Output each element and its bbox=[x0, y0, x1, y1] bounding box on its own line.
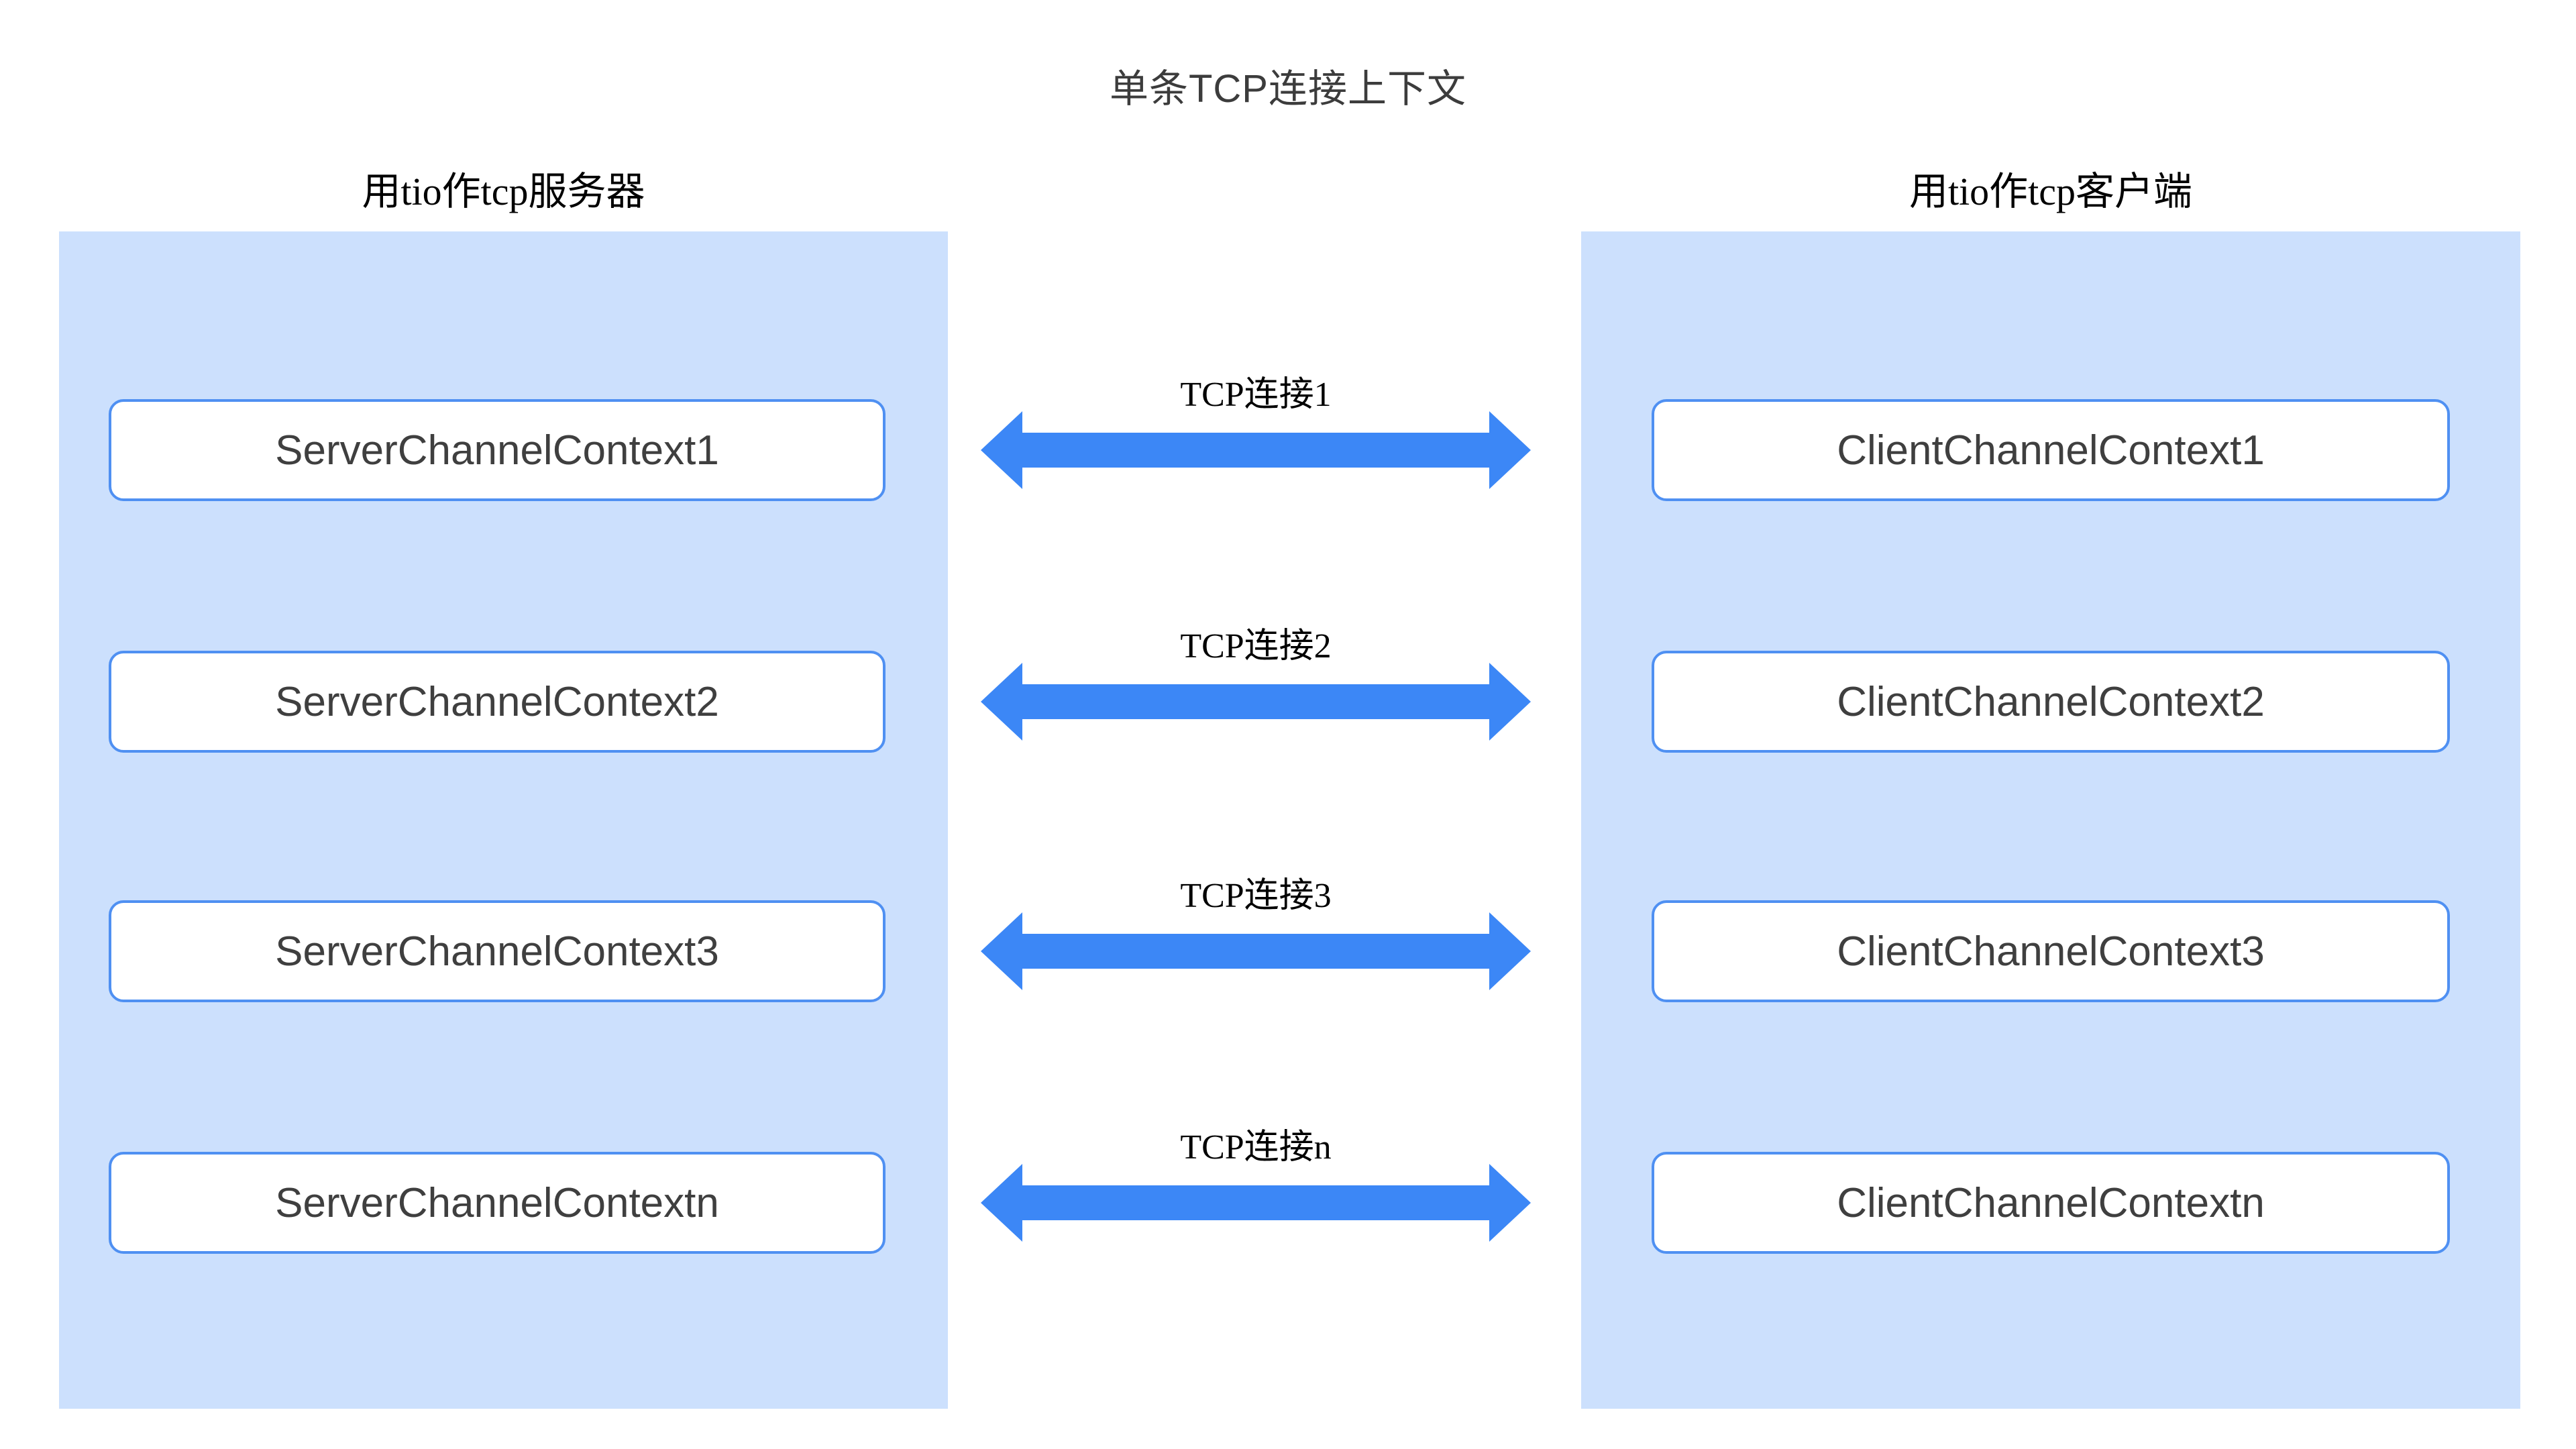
double-arrow-icon bbox=[981, 912, 1531, 990]
server-channel-context-box: ServerChannelContextn bbox=[109, 1152, 885, 1254]
tcp-connection-label: TCP连接1 bbox=[1180, 376, 1332, 414]
diagram-title: 单条TCP连接上下文 bbox=[1109, 67, 1466, 111]
double-arrow-icon bbox=[981, 663, 1531, 741]
client-channel-context-box: ClientChannelContextn bbox=[1652, 1152, 2450, 1254]
double-arrow-icon bbox=[981, 1164, 1531, 1242]
tcp-connection-label: TCP连接3 bbox=[1180, 877, 1332, 915]
tcp-connection-label: TCP连接n bbox=[1180, 1128, 1332, 1167]
client-channel-context-box: ClientChannelContext3 bbox=[1652, 900, 2450, 1002]
client-channel-context-box: ClientChannelContext2 bbox=[1652, 651, 2450, 753]
server-channel-context-box: ServerChannelContext2 bbox=[109, 651, 885, 753]
client-column-header: 用tio作tcp客户端 bbox=[1909, 170, 2193, 213]
server-column-header: 用tio作tcp服务器 bbox=[362, 170, 645, 213]
double-arrow-icon bbox=[981, 411, 1531, 489]
server-channel-context-box: ServerChannelContext1 bbox=[109, 399, 885, 501]
client-channel-context-box: ClientChannelContext1 bbox=[1652, 399, 2450, 501]
server-channel-context-box: ServerChannelContext3 bbox=[109, 900, 885, 1002]
tcp-connection-label: TCP连接2 bbox=[1180, 627, 1332, 665]
